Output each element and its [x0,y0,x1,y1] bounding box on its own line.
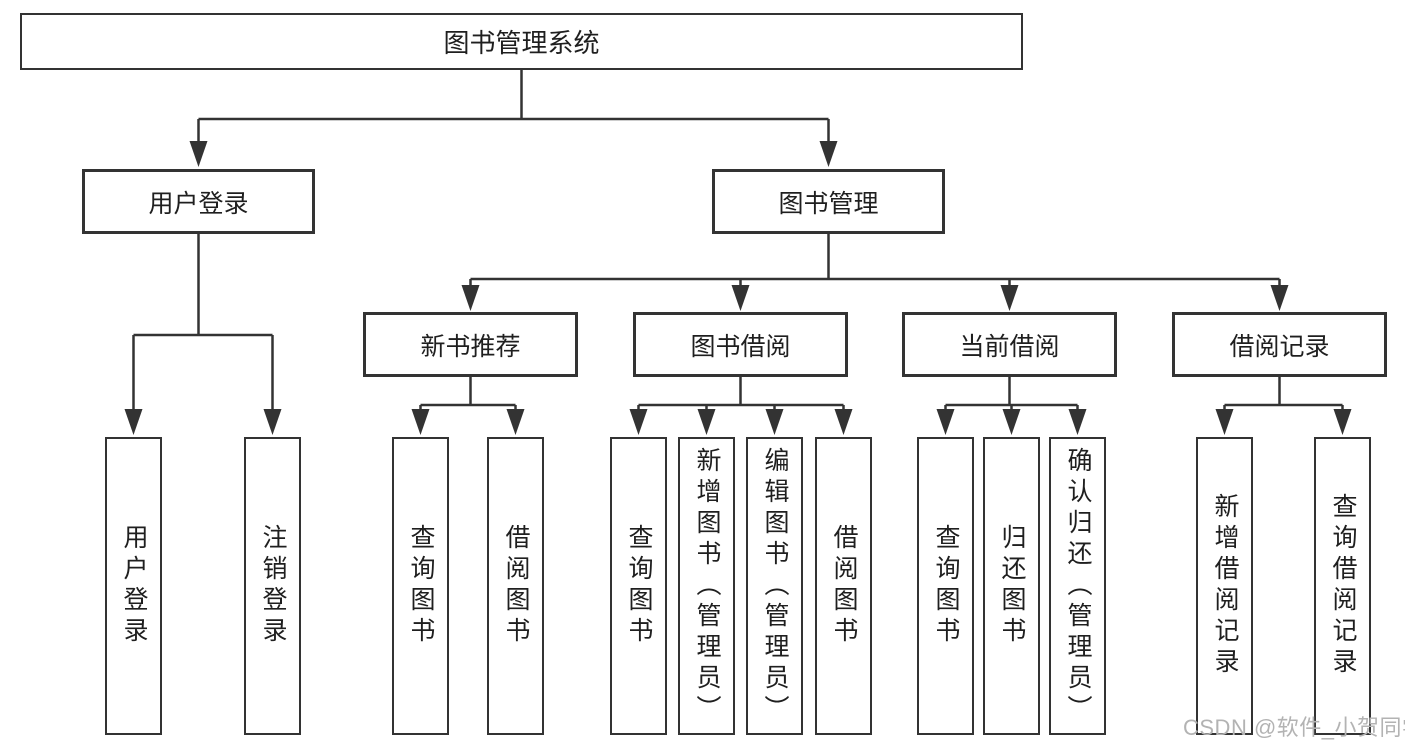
node-label: 借阅图书 [502,524,530,648]
node-label: 注销登录 [259,524,287,648]
arrowhead-down-icon [263,409,282,435]
node-query-books-recommend: 查询图书 [392,437,449,735]
node-query-books-current: 查询图书 [917,437,974,735]
arrowhead-down-icon [124,409,143,435]
node-book-management: 图书管理 [712,169,945,234]
node-label: 查询图书 [932,524,960,648]
node-label: 新增图书（管理员） [693,446,721,726]
node-query-books-borrow: 查询图书 [610,437,667,735]
node-borrow-books-recommend: 借阅图书 [487,437,544,735]
arrowhead-down-icon [1215,409,1234,435]
node-user-login: 用户登录 [82,169,315,234]
connector-book-borrow-subtree [629,376,853,435]
node-library-system: 图书管理系统 [20,13,1023,70]
arrowhead-down-icon [1333,409,1352,435]
node-new-book-recommend: 新书推荐 [363,312,578,377]
node-label: 编辑图书（管理员） [761,446,789,726]
connector-new-book-recommend-subtree [411,376,525,435]
node-label: 查询图书 [625,524,653,648]
node-label: 查询图书 [407,524,435,648]
arrowhead-down-icon [1002,409,1021,435]
arrowhead-down-icon [834,409,853,435]
arrowhead-down-icon [765,409,784,435]
arrowhead-down-icon [1270,285,1289,311]
node-borrow-books-action: 借阅图书 [815,437,872,735]
node-return-book: 归还图书 [983,437,1040,735]
node-label: 确认归还（管理员） [1064,446,1092,726]
node-add-book-admin: 新增图书（管理员） [678,437,735,735]
arrowhead-down-icon [731,285,750,311]
arrowhead-down-icon [189,141,208,167]
arrowhead-down-icon [1000,285,1019,311]
node-current-borrow: 当前借阅 [902,312,1117,377]
arrowhead-down-icon [697,409,716,435]
arrowhead-down-icon [819,141,838,167]
arrowhead-down-icon [506,409,525,435]
connector-user-login-subtree [124,233,282,435]
arrowhead-down-icon [936,409,955,435]
connector-borrow-records-subtree [1215,376,1352,435]
node-add-borrow-record: 新增借阅记录 [1196,437,1253,735]
node-book-borrow: 图书借阅 [633,312,848,377]
node-confirm-return-admin: 确认归还（管理员） [1049,437,1106,735]
node-label: 新增借阅记录 [1211,493,1239,679]
node-user-login-action: 用户登录 [105,437,162,735]
node-label: 用户登录 [120,524,148,648]
arrowhead-down-icon [1068,409,1087,435]
connector-current-borrow-subtree [936,376,1087,435]
connector-root-to-level2 [189,69,838,167]
watermark: CSDN @软件_小贺同学 [1183,715,1405,740]
node-edit-book-admin: 编辑图书（管理员） [746,437,803,735]
arrowhead-down-icon [629,409,648,435]
arrowhead-down-icon [461,285,480,311]
node-label: 查询借阅记录 [1329,493,1357,679]
node-borrow-records: 借阅记录 [1172,312,1387,377]
arrowhead-down-icon [411,409,430,435]
node-label: 借阅图书 [830,524,858,648]
node-query-borrow-record: 查询借阅记录 [1314,437,1371,735]
node-label: 归还图书 [998,524,1026,648]
node-logout-action: 注销登录 [244,437,301,735]
connector-book-management-to-level3 [461,233,1289,311]
